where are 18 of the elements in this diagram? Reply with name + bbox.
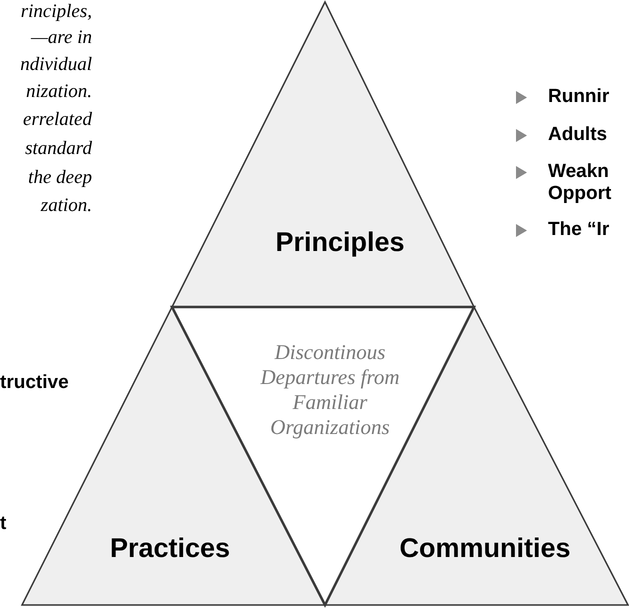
bullet-text: Adults <box>548 124 608 146</box>
bullet-text: Weakn Opport <box>548 161 612 205</box>
paragraph-fragment: standard <box>25 137 92 161</box>
section-title: Principles <box>275 226 405 259</box>
center-caption: Discontinous Departures from Familiar Organizations <box>259 340 401 440</box>
section-title: Practices <box>110 532 230 565</box>
paragraph-fragment: nization. <box>26 80 92 104</box>
paragraph-fragment: ndividual <box>20 53 92 77</box>
paragraph-fragment: zation. <box>40 194 92 218</box>
paragraph-fragment: rinciples, <box>20 0 92 24</box>
bullet-text: Runnir <box>548 86 610 108</box>
paragraph-fragment: the deep <box>28 166 92 190</box>
paragraph-fragment: —are in <box>30 26 92 50</box>
bullet-text: The “Ir <box>548 219 610 241</box>
list-text-fragment: t <box>0 512 6 536</box>
paragraph-fragment: errelated <box>23 108 92 132</box>
section-title: Communities <box>399 532 571 565</box>
list-text-fragment: tructive <box>0 371 69 395</box>
